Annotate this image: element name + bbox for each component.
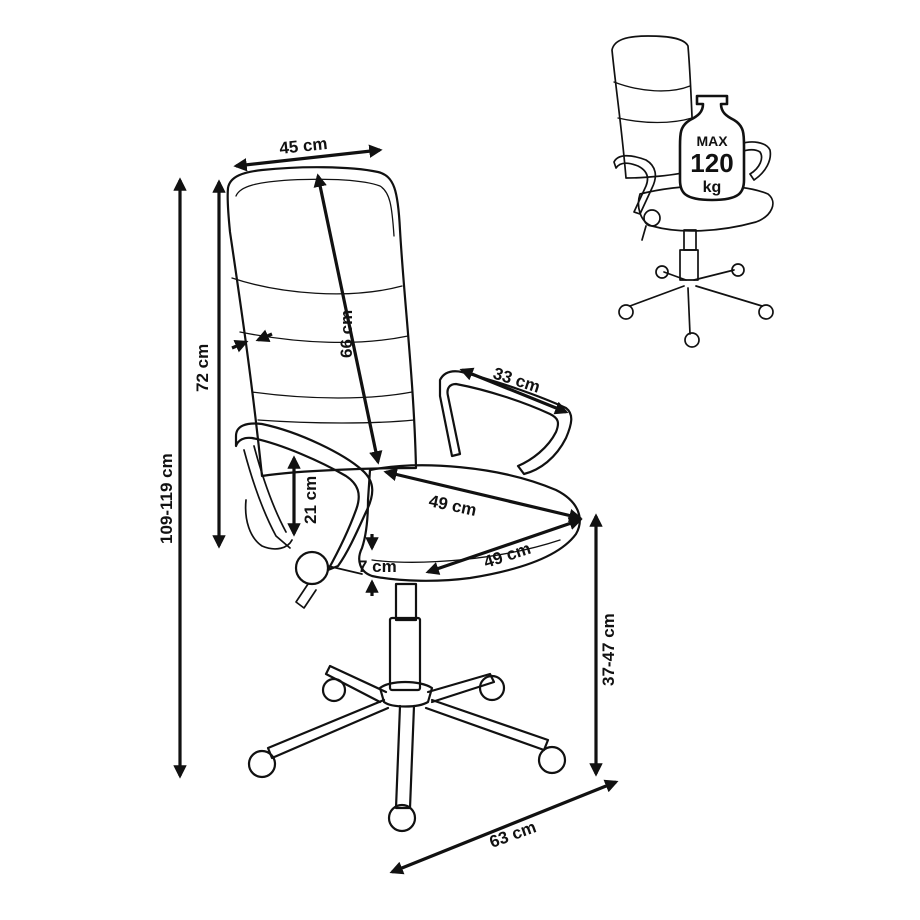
max-load-value: 120: [690, 148, 733, 178]
star-base: [247, 664, 567, 833]
tilt-knob: [294, 550, 330, 586]
arrow-backrest-width: [233, 144, 383, 172]
label-seat-thickness: 7 cm: [358, 557, 397, 576]
dimension-labels: 45 cm 72 cm 66 cm 109-119 cm 33 cm 21 cm…: [157, 134, 618, 852]
dimension-arrows: [173, 144, 619, 875]
arrow-thickness-right: [255, 329, 273, 342]
label-backrest-height: 72 cm: [193, 344, 212, 392]
arrow-thickness-left: [231, 340, 249, 353]
backrest-outline: [226, 166, 418, 478]
arrow-seat-width: [425, 517, 583, 575]
label-seat-depth: 49 cm: [427, 491, 478, 520]
max-label: MAX: [696, 133, 728, 149]
arrow-base-diameter: [389, 779, 619, 875]
max-load-bottle-icon: MAX 120 kg: [678, 94, 746, 202]
arrow-backrest-inner: [313, 173, 383, 465]
label-total-height: 109-119 cm: [157, 453, 176, 544]
max-load-unit: kg: [703, 179, 722, 196]
arrow-seat-depth: [383, 467, 583, 523]
label-backrest-inner: 66 cm: [337, 310, 356, 358]
main-chair-drawing: [226, 166, 581, 833]
label-seat-height: 37-47 cm: [599, 613, 618, 686]
label-armrest-height: 21 cm: [301, 476, 320, 524]
label-backrest-width: 45 cm: [278, 134, 328, 158]
gas-lift-top: [394, 582, 418, 622]
gas-lift-cylinder: [388, 616, 422, 692]
arrow-armrest-depth: [459, 367, 569, 415]
